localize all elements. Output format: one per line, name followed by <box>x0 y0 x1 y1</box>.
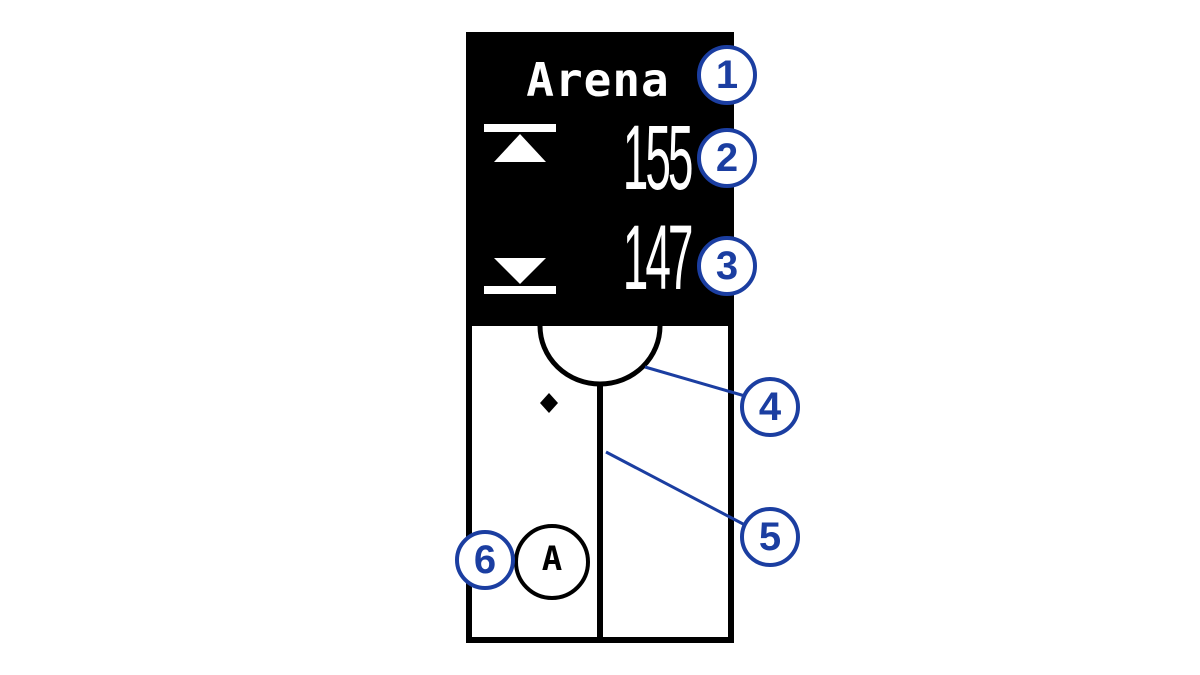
course-name: Arena <box>526 53 670 107</box>
triangle-up-bar-icon <box>484 124 556 162</box>
callout-circle <box>697 236 757 296</box>
leader-line <box>605 450 746 527</box>
mode-letter: A <box>541 539 563 579</box>
front-distance: 147 <box>622 207 693 309</box>
callout-1: 1 <box>715 53 739 97</box>
diamond-icon <box>540 393 558 413</box>
callout-circle <box>697 128 757 188</box>
triangle-down-bar-icon <box>484 258 556 294</box>
screen-header <box>469 35 731 326</box>
callout-circle <box>455 530 515 590</box>
circled-letter-icon <box>514 524 590 600</box>
callout-circle <box>697 45 757 105</box>
callout-6: 6 <box>473 538 497 582</box>
callout-4: 4 <box>758 385 782 429</box>
callout-5: 5 <box>758 515 782 559</box>
callout-circle <box>740 507 800 567</box>
leader-line <box>644 365 746 398</box>
callout-circle <box>740 377 800 437</box>
callout-3: 3 <box>715 244 739 288</box>
callout-2: 2 <box>715 136 739 180</box>
back-distance: 155 <box>622 107 693 209</box>
